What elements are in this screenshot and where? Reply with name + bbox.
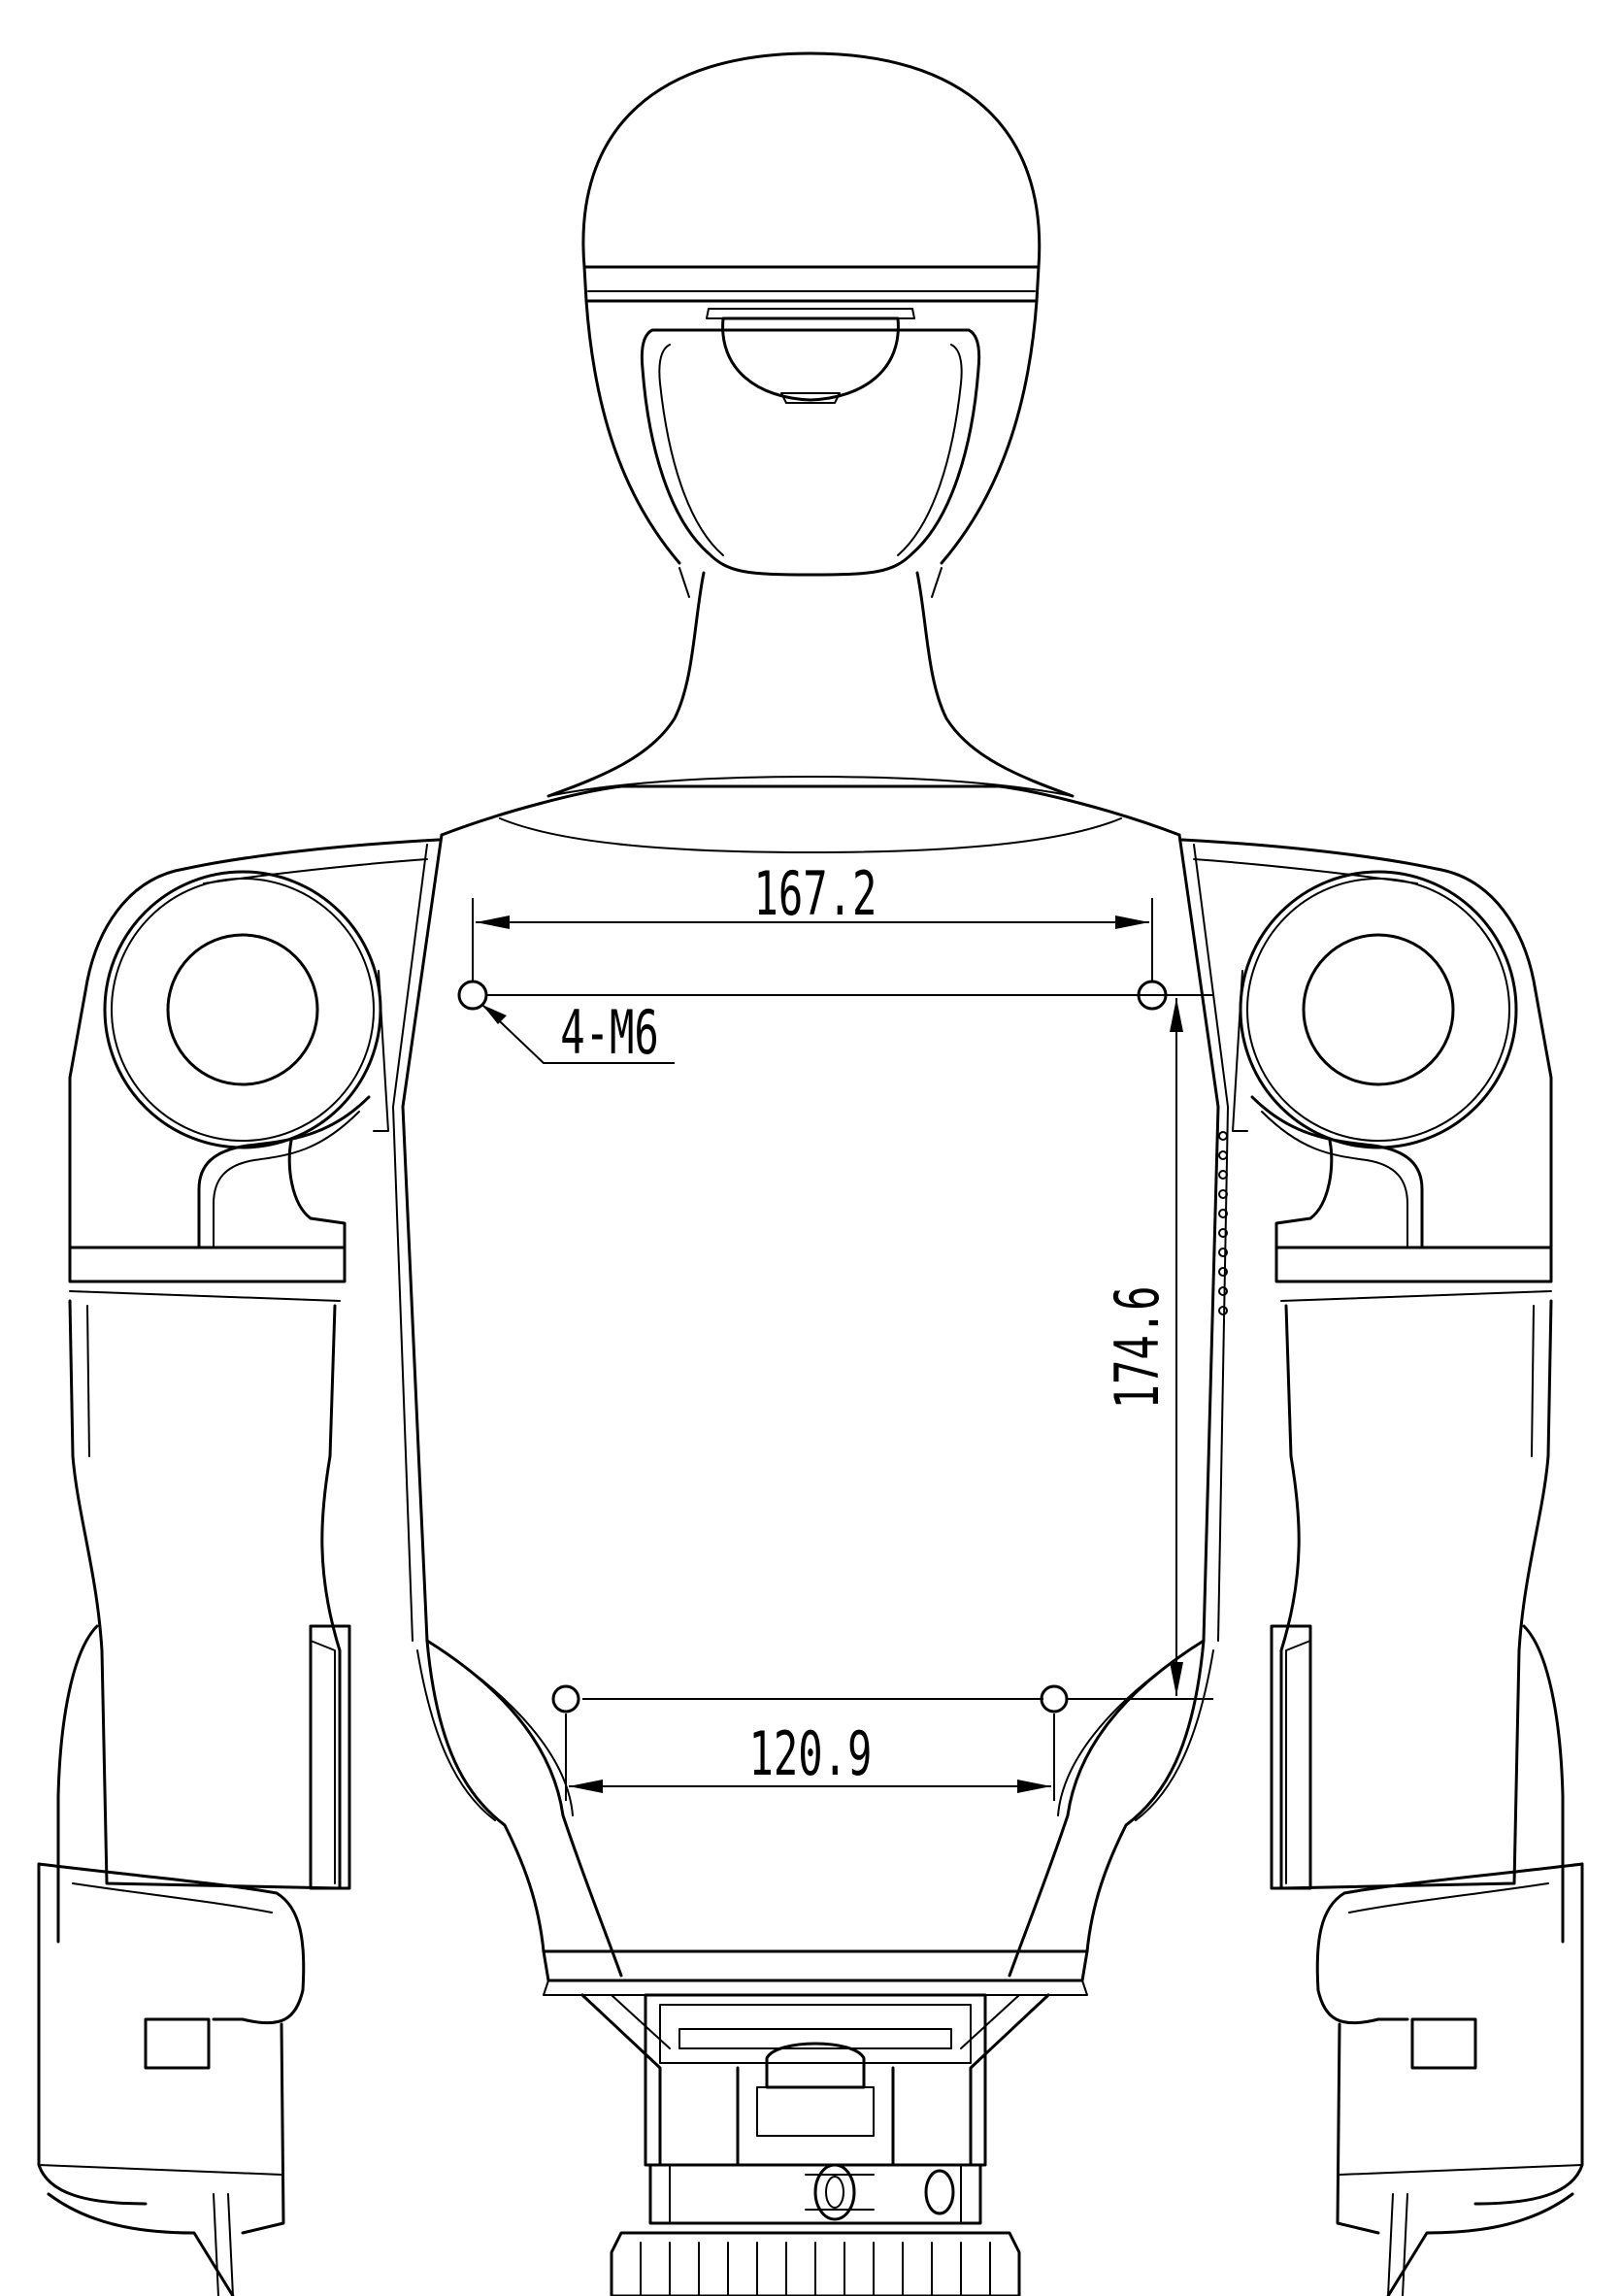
robot-waist-base: [580, 1993, 1050, 2296]
dimension-174-6: 174.6: [485, 994, 1213, 1700]
right-arm: [1180, 838, 1584, 2296]
robot-neck: [546, 567, 1075, 798]
mounting-holes: [457, 980, 1168, 1714]
mount-hole-top-left: [457, 980, 488, 1011]
thread-callout-leader: 4-M6: [481, 998, 675, 1069]
left-arm: [37, 838, 441, 2296]
robot-head: [581, 51, 1042, 577]
dimension-label-vertical: 174.6: [1103, 1286, 1174, 1410]
mount-hole-bottom-left: [551, 1684, 580, 1714]
mount-hole-bottom-right: [1040, 1684, 1069, 1714]
thread-callout-label: 4-M6: [560, 998, 659, 1069]
dimension-label-bottom: 120.9: [749, 1719, 873, 1790]
dimension-120-9: 120.9: [565, 1698, 1055, 1801]
vent-slots: [1218, 1131, 1228, 1315]
dimension-167-2: 167.2: [472, 859, 1153, 981]
dimension-label-top: 167.2: [754, 859, 877, 930]
